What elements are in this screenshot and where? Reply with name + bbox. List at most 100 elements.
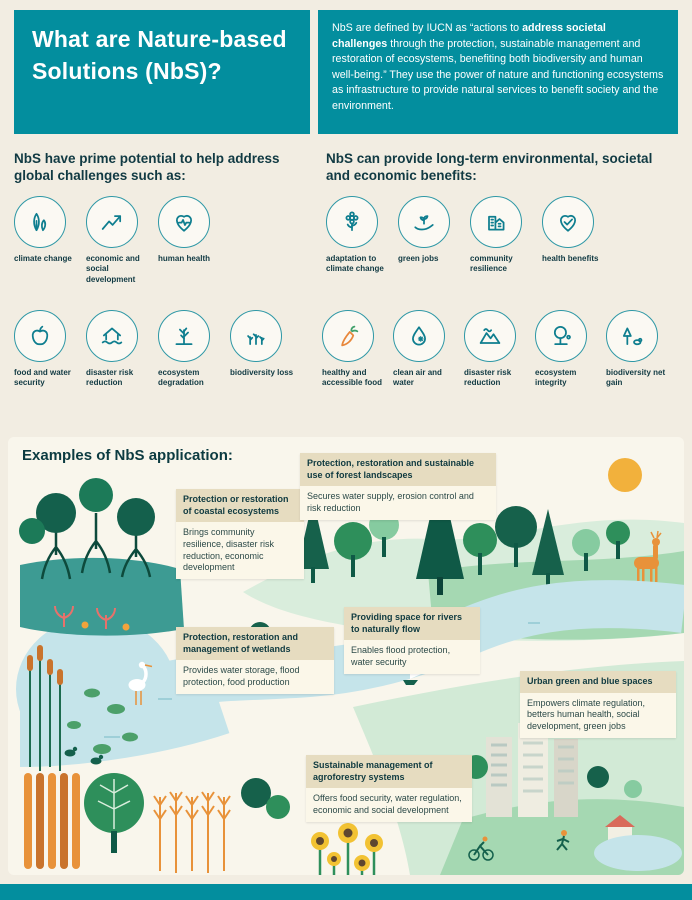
challenge-item: human health: [158, 196, 226, 264]
description-box: NbS are defined by IUCN as “actions to a…: [318, 10, 678, 134]
seedling-leaves-icon: [33, 212, 47, 232]
icon-circle: [158, 196, 210, 248]
icon-label: healthy and accessible food: [322, 368, 383, 388]
title-box: What are Nature-based Solutions (NbS)?: [14, 10, 310, 134]
cyclist: [468, 836, 494, 861]
callout-forest-landscapes: Protection, restoration and sustainable …: [300, 453, 496, 520]
callout-body: Brings community resilience, disaster ri…: [176, 522, 304, 580]
bare-tree-icon: [175, 327, 193, 346]
icon-label: biodiversity loss: [230, 368, 294, 377]
icon-label: community resilience: [470, 254, 513, 274]
icon-circle: [535, 310, 587, 362]
benefit-item: healthy and accessible food: [322, 310, 390, 389]
coastal-ecosystem: [19, 478, 184, 636]
callout-rivers: Providing space for rivers to naturally …: [344, 607, 480, 674]
cattails: [29, 659, 61, 771]
description-text-before: NbS are defined by IUCN as “actions to: [332, 22, 523, 34]
description-text-bold: address societal challenges: [332, 22, 606, 50]
benefit-item: green jobs: [398, 196, 466, 264]
icon-circle: [326, 196, 378, 248]
heart-pulse-icon: [176, 214, 192, 232]
mountain-hazard-icon: [479, 328, 501, 344]
challenge-item: food and water security: [14, 310, 82, 389]
wetland-details: [27, 645, 153, 771]
community-buildings-icon: [488, 215, 505, 231]
callout-title: Providing space for rivers to naturally …: [344, 607, 480, 641]
water-drop-icon: [412, 326, 426, 346]
ducks: [64, 746, 104, 765]
icon-circle: [398, 196, 450, 248]
icon-label: clean air and water: [393, 368, 442, 388]
icon-label: human health: [158, 254, 211, 263]
challenge-item: climate change: [14, 196, 82, 264]
heron: [128, 661, 153, 705]
footer-bar: [0, 884, 692, 900]
examples-heading: Examples of NbS application:: [22, 447, 233, 464]
icon-label: food and water security: [14, 368, 71, 388]
benefit-item: health benefits: [542, 196, 610, 264]
wilted-plants-icon: [247, 333, 265, 346]
icon-label: adaptation to climate change: [326, 254, 384, 274]
sunflowers: [311, 823, 383, 875]
wheat-field: [153, 791, 231, 873]
icon-label: green jobs: [398, 254, 439, 263]
icon-circle: [606, 310, 658, 362]
callout-body: Secures water supply, erosion control an…: [300, 486, 496, 520]
icon-label: ecosystem degradation: [158, 368, 204, 388]
challenge-item: ecosystem degradation: [158, 310, 226, 389]
challenge-item: economic and social development: [86, 196, 154, 285]
callout-body: Offers food security, water regulation, …: [306, 788, 472, 822]
icon-label: disaster risk reduction: [86, 368, 134, 388]
flooded-house-icon: [101, 327, 123, 345]
sun: [608, 458, 642, 492]
hand-sprout-icon: [414, 215, 434, 231]
lily-pads: [67, 688, 138, 754]
benefit-item: community resilience: [470, 196, 538, 275]
agroforestry-area: [24, 773, 383, 875]
callout-coastal-ecosystems: Protection or restoration of coastal eco…: [176, 489, 304, 580]
icon-circle: [542, 196, 594, 248]
icon-circle: [230, 310, 282, 362]
callout-body: Provides water storage, flood protection…: [176, 660, 334, 694]
icon-label: climate change: [14, 254, 72, 263]
icon-circle: [470, 196, 522, 248]
mangrove-roots: [40, 513, 152, 580]
apple-icon: [31, 325, 49, 346]
tree-icon: [553, 326, 571, 346]
callout-body: Enables flood protection, water security: [344, 640, 480, 674]
callout-title: Protection, restoration and management o…: [176, 627, 334, 661]
challenges-heading: NbS have prime potential to help address…: [14, 151, 280, 184]
urban-pond: [594, 835, 682, 871]
icon-circle: [14, 196, 66, 248]
examples-panel: Examples of NbS application:: [8, 437, 684, 875]
icon-circle: [158, 310, 210, 362]
benefit-item: biodiversity net gain: [606, 310, 674, 389]
callout-title: Protection, restoration and sustainable …: [300, 453, 496, 487]
forest-trees: [297, 473, 630, 595]
coral: [54, 605, 116, 629]
callout-title: Urban green and blue spaces: [520, 671, 676, 693]
icon-label: health benefits: [542, 254, 599, 263]
icon-circle: [14, 310, 66, 362]
icon-label: economic and social development: [86, 254, 140, 284]
description-text-after: through the protection, sustainable mana…: [332, 37, 664, 112]
icon-label: biodiversity net gain: [606, 368, 666, 388]
city-buildings: [486, 723, 578, 817]
carrot-icon: [341, 325, 359, 347]
icon-circle: [86, 196, 138, 248]
growth-arrow-icon: [101, 215, 122, 230]
orchard-tree: [84, 773, 144, 853]
benefits-heading: NbS can provide long-term environmental,…: [326, 151, 653, 184]
benefit-item: disaster risk reduction: [464, 310, 532, 389]
challenge-item: biodiversity loss: [230, 310, 298, 378]
deer: [634, 530, 662, 582]
icon-circle: [322, 310, 374, 362]
page-title: What are Nature-based Solutions (NbS)?: [32, 26, 287, 84]
challenge-item: disaster risk reduction: [86, 310, 154, 389]
icon-label: disaster risk reduction: [464, 368, 512, 388]
icon-label: ecosystem integrity: [535, 368, 577, 388]
callout-title: Sustainable management of agroforestry s…: [306, 755, 472, 789]
callout-title: Protection or restoration of coastal eco…: [176, 489, 304, 523]
callout-wetlands: Protection, restoration and management o…: [176, 627, 334, 694]
callout-agroforestry: Sustainable management of agroforestry s…: [306, 755, 472, 822]
